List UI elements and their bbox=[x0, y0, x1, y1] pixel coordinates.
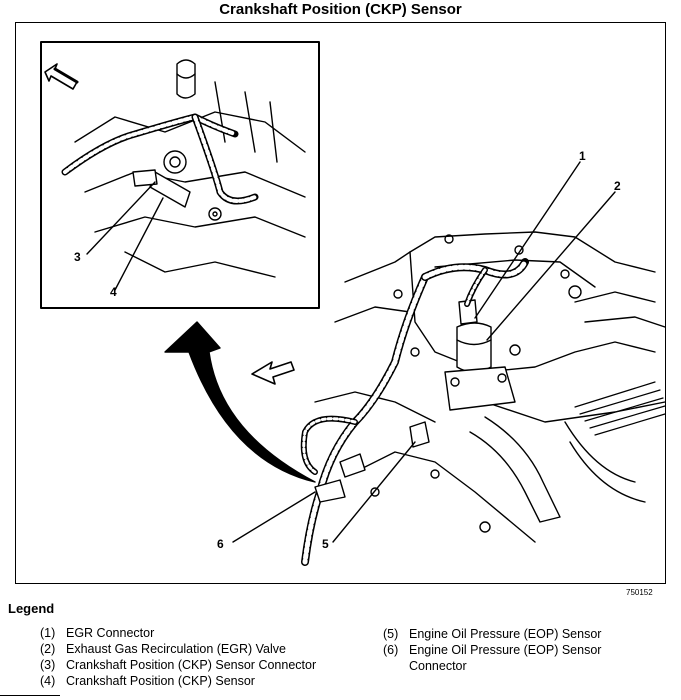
legend-item-number: (6) bbox=[383, 643, 399, 657]
legend-item-number: (3) bbox=[40, 658, 56, 672]
illustration-frame bbox=[15, 22, 666, 584]
legend-item: (4) Crankshaft Position (CKP) Sensor bbox=[40, 673, 336, 689]
callout-4: 4 bbox=[110, 285, 117, 299]
legend-item: (6) Engine Oil Pressure (EOP) Sensor Con… bbox=[383, 642, 649, 674]
legend-item-number: (2) bbox=[40, 642, 56, 656]
callout-2: 2 bbox=[614, 179, 621, 193]
legend-item-text: Exhaust Gas Recirculation (EGR) Valve bbox=[66, 642, 286, 656]
legend-right-column: (5) Engine Oil Pressure (EOP) Sensor (6)… bbox=[383, 626, 649, 674]
engine-illustration: 1 2 3 4 5 6 bbox=[40, 41, 666, 566]
legend-item-text: Crankshaft Position (CKP) Sensor bbox=[66, 674, 255, 688]
legend-item-text: Engine Oil Pressure (EOP) Sensor bbox=[409, 627, 602, 641]
legend-item: (3) Crankshaft Position (CKP) Sensor Con… bbox=[40, 657, 336, 673]
callout-5: 5 bbox=[322, 537, 329, 551]
page-title: Crankshaft Position (CKP) Sensor bbox=[219, 1, 462, 18]
callout-6: 6 bbox=[217, 537, 224, 551]
figure-number: 750152 bbox=[626, 588, 653, 597]
legend-item-text: Engine Oil Pressure (EOP) Sensor Connect… bbox=[409, 643, 602, 673]
legend-item-text: EGR Connector bbox=[66, 626, 155, 640]
main-direction-arrow-icon bbox=[251, 361, 295, 385]
legend-item-text: Crankshaft Position (CKP) Sensor Connect… bbox=[66, 658, 317, 672]
legend-item: (5) Engine Oil Pressure (EOP) Sensor bbox=[383, 626, 649, 642]
legend-heading: Legend bbox=[8, 601, 55, 616]
footer-rule bbox=[0, 695, 60, 696]
legend-item-number: (4) bbox=[40, 674, 56, 688]
callout-1: 1 bbox=[579, 149, 586, 163]
view-curved-arrow-icon bbox=[164, 321, 316, 483]
legend-left-column: (1) EGR Connector (2) Exhaust Gas Recirc… bbox=[40, 625, 336, 689]
callout-3: 3 bbox=[74, 250, 81, 264]
legend-item: (1) EGR Connector bbox=[40, 625, 336, 641]
legend-item-number: (5) bbox=[383, 627, 399, 641]
legend-item-number: (1) bbox=[40, 626, 56, 640]
legend-item: (2) Exhaust Gas Recirculation (EGR) Valv… bbox=[40, 641, 336, 657]
inset-direction-arrow-icon bbox=[44, 63, 79, 90]
